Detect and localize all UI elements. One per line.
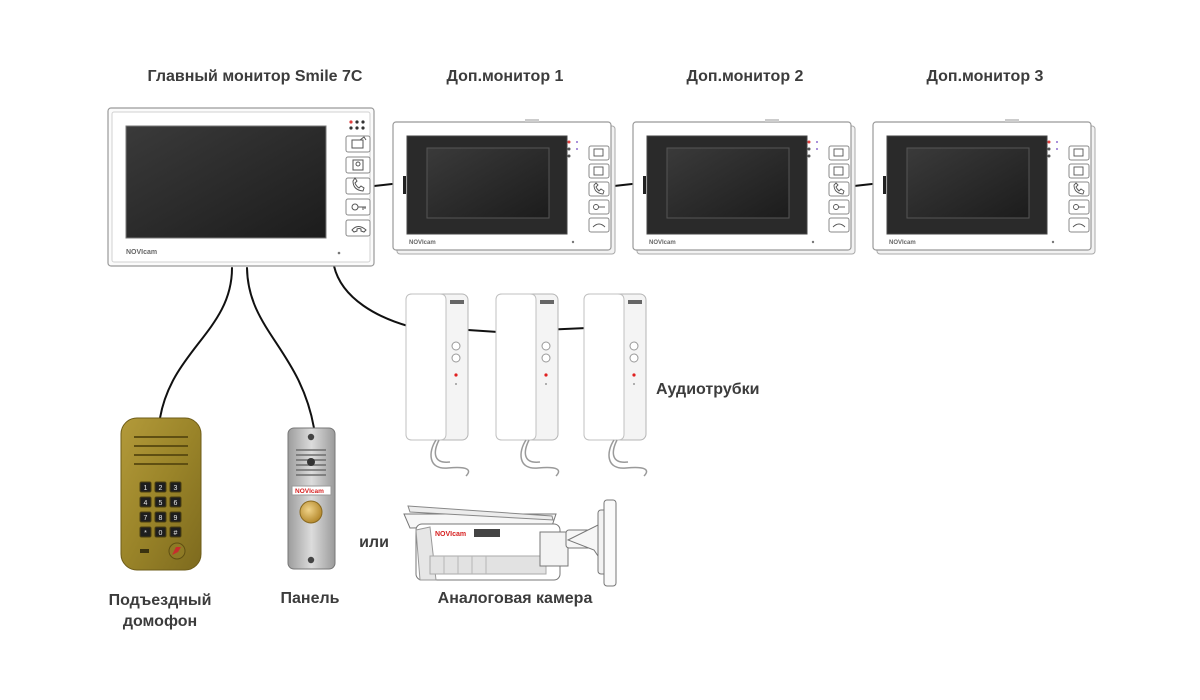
- wire-monitor-2-to-3: [854, 184, 872, 186]
- audio-handset-3: [584, 294, 647, 476]
- keypad-key-label: 9: [174, 515, 178, 522]
- keypad-key-label: 2: [159, 485, 163, 492]
- main-monitor-logo: NOVIcam: [126, 249, 157, 256]
- monitor-hangup-button: [346, 220, 370, 236]
- keypad-key: 0: [155, 527, 166, 537]
- monitor-view-button: [346, 157, 370, 173]
- keypad-key-label: 5: [159, 500, 163, 507]
- keypad-key: *: [140, 527, 151, 537]
- entry-intercom-label-line2: домофон: [90, 611, 230, 632]
- extra-monitor-3-logo: NOVIcam: [889, 240, 916, 246]
- extra-monitor-2-title: Доп.монитор 2: [640, 68, 850, 86]
- audio-handsets-label: Аудиотрубки: [656, 381, 786, 399]
- extra-monitor-2: NOVIcam: [633, 119, 855, 254]
- extra-monitor-2-logo: NOVIcam: [649, 240, 676, 246]
- keypad-key: 2: [155, 482, 166, 492]
- main-monitor-title: Главный монитор Smile 7C: [100, 68, 410, 86]
- camera-logo: NOVIcam: [435, 531, 466, 538]
- monitor-call-button: [346, 178, 370, 194]
- keypad-key-label: 3: [174, 485, 178, 492]
- keypad-key: 7: [140, 512, 151, 522]
- wire-monitor-1-to-2: [614, 184, 632, 186]
- keypad-key: 4: [140, 497, 151, 507]
- main-monitor: NOVIcam: [108, 108, 374, 266]
- keypad-key-label: 6: [174, 500, 178, 507]
- wire-main-to-monitor-1: [374, 184, 392, 186]
- main-monitor-buttons: [346, 136, 370, 236]
- keypad-key-label: 7: [144, 515, 148, 522]
- keypad-key-label: *: [144, 530, 147, 537]
- keypad-key: 5: [155, 497, 166, 507]
- extra-monitor-3-title: Доп.монитор 3: [880, 68, 1090, 86]
- monitor-menu-button: [346, 136, 370, 152]
- audio-handset-1: [406, 294, 469, 476]
- audio-handset-2: [496, 294, 559, 476]
- keypad-key-label: 8: [159, 515, 163, 522]
- keypad-key: 1: [140, 482, 151, 492]
- call-panel-logo: NOVIcam: [295, 488, 324, 495]
- keypad-key: 6: [170, 497, 181, 507]
- extra-monitor-1: NOVIcam: [393, 119, 615, 254]
- keypad-key: 8: [155, 512, 166, 522]
- entry-intercom-label: Подъездный домофон: [90, 590, 230, 632]
- keypad-key: 3: [170, 482, 181, 492]
- call-panel: NOVIcam: [288, 428, 335, 569]
- panel-label: Панель: [270, 590, 350, 608]
- keypad-key-label: 4: [144, 500, 148, 507]
- extra-monitor-1-logo: NOVIcam: [409, 240, 436, 246]
- main-monitor-screen: [126, 126, 326, 238]
- analog-camera-label: Аналоговая камера: [420, 590, 610, 608]
- wire-main-to-panel: [247, 268, 314, 428]
- call-button: [300, 501, 322, 523]
- keypad-key-label: 1: [144, 485, 148, 492]
- keypad-key: #: [170, 527, 181, 537]
- keypad-key-label: 0: [159, 530, 163, 537]
- keypad-key-label: #: [174, 530, 178, 537]
- keypad-key: 9: [170, 512, 181, 522]
- wire-main-to-entry-intercom: [160, 268, 232, 418]
- analog-camera: NOVIcam: [404, 500, 616, 586]
- entry-intercom-label-line1: Подъездный: [90, 590, 230, 611]
- extra-monitor-3: NOVIcam: [873, 119, 1095, 254]
- extra-monitor-1-title: Доп.монитор 1: [400, 68, 610, 86]
- or-label: или: [354, 534, 394, 552]
- entry-intercom-panel: 1 2 3 4 5 6 7 8 9 * 0 #: [121, 418, 201, 570]
